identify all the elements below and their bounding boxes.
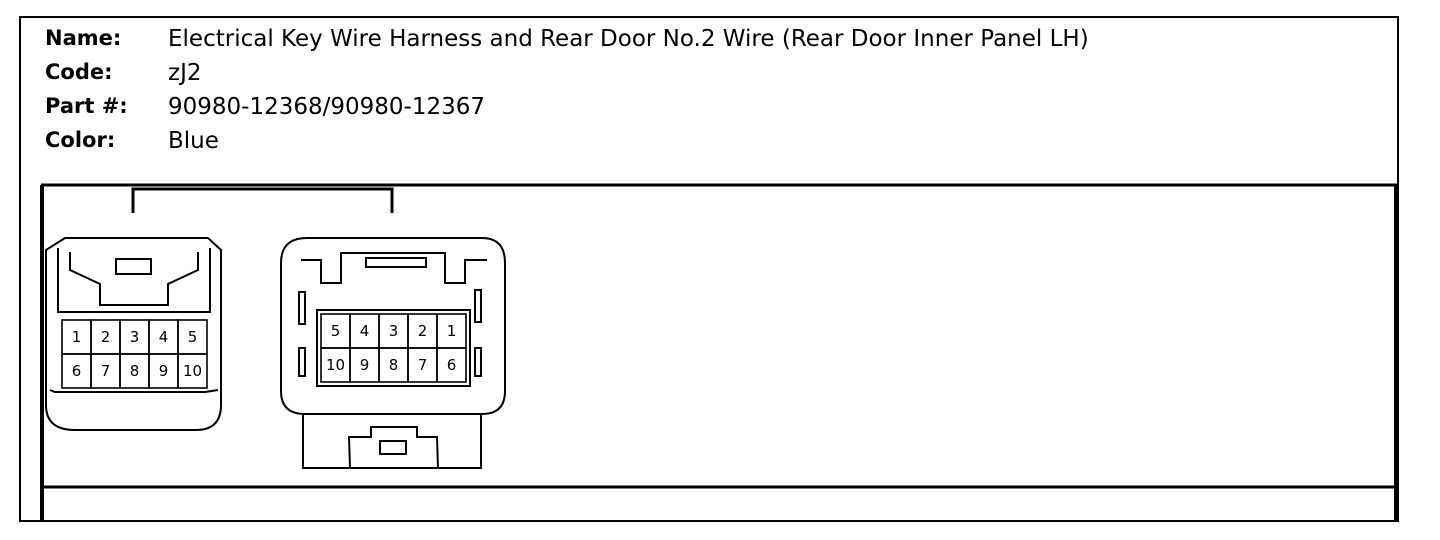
right-pin-label: 10 — [326, 356, 345, 374]
code-value: zJ2 — [168, 60, 202, 86]
right-pin-label: 9 — [360, 356, 370, 374]
left-pin-label: 8 — [130, 362, 140, 380]
left-pin-label: 3 — [130, 328, 140, 346]
right-pin-label: 3 — [389, 322, 399, 340]
diagram-box — [40, 183, 1399, 521]
pair-bracket — [131, 187, 394, 213]
connector-left — [45, 237, 222, 431]
right-pin-label: 1 — [447, 322, 457, 340]
right-pin-label: 6 — [447, 356, 457, 374]
right-pin-label: 2 — [418, 322, 428, 340]
left-pin-grid: 1 2 3 4 5 6 7 8 9 10 — [61, 319, 208, 389]
right-pin-grid: 5 4 3 2 1 10 9 8 7 6 — [316, 309, 471, 387]
color-value: Blue — [168, 128, 219, 154]
left-pin-label: 1 — [72, 328, 82, 346]
left-pin-cavity — [177, 353, 208, 389]
code-label: Code: — [45, 60, 113, 84]
left-pin-label: 2 — [101, 328, 111, 346]
name-value: Electrical Key Wire Harness and Rear Doo… — [168, 26, 1089, 52]
left-pin-label: 7 — [101, 362, 111, 380]
left-pin-label: 10 — [183, 362, 202, 380]
right-pin-label: 5 — [331, 322, 341, 340]
left-pin-label: 5 — [188, 328, 198, 346]
name-label: Name: — [45, 26, 122, 50]
right-pin-grid-outline — [316, 309, 471, 387]
connector-right — [280, 237, 506, 469]
right-pin-label: 4 — [360, 322, 370, 340]
part-value: 90980-12368/90980-12367 — [168, 94, 486, 120]
right-pin-label: 8 — [389, 356, 399, 374]
right-pin-cavity — [436, 347, 467, 383]
left-pin-label: 4 — [159, 328, 169, 346]
left-pin-label: 9 — [159, 362, 169, 380]
left-pin-label: 6 — [72, 362, 82, 380]
color-label: Color: — [45, 128, 116, 152]
part-label: Part #: — [45, 94, 128, 118]
right-pin-label: 7 — [418, 356, 428, 374]
